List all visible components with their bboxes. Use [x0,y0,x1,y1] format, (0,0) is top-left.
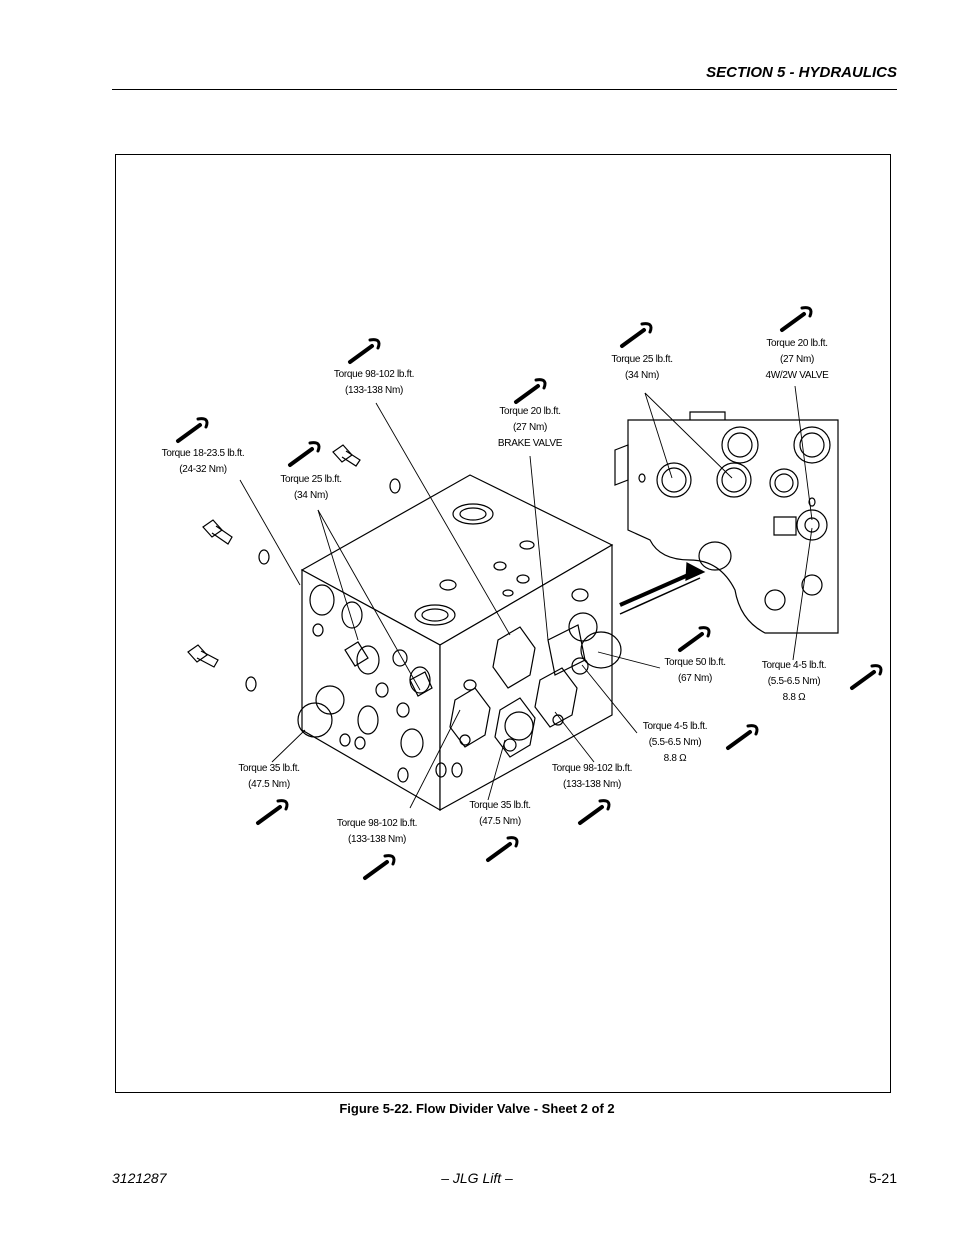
torque-callout-line: (133-138 Nm) [562,779,622,790]
torque-callout: Torque 35 lb.ft. (47.5 Nm) [469,798,531,830]
plug-fittings [297,685,534,741]
torque-callout-line: 8.8 Ω [782,692,806,703]
torque-callout: Torque 4-5 lb.ft. (5.5-6.5 Nm) 8.8 Ω [761,658,827,706]
detail-view [614,411,839,634]
torque-callout: Torque 98-102 lb.ft. (133-138 Nm) [337,816,417,848]
torque-callout-line: Torque 20 lb.ft. [766,338,828,349]
torque-callout: Torque 35 lb.ft. (47.5 Nm) [238,761,300,793]
torque-callout: Torque 20 lb.ft. (27 Nm) BRAKE VALVE [498,404,562,452]
torque-callout: Torque 25 lb.ft. (34 Nm) [280,472,342,504]
torque-callout-line: (47.5 Nm) [479,816,521,827]
footer-page-number: 5-21 [868,1170,897,1186]
torque-callout-line: (34 Nm) [624,370,660,381]
torque-callout: Torque 4-5 lb.ft. (5.5-6.5 Nm) 8.8 Ω [642,719,708,767]
left-face-ports [309,584,433,783]
wrench-icons [176,306,883,880]
figure-frame [115,154,891,1093]
torque-callout: Torque 20 lb.ft. (27 Nm) 4W/2W VALVE [765,336,828,384]
footer-center-text: – JLG Lift – [441,1170,513,1186]
leader-lines [239,385,813,809]
torque-callout-line: Torque 25 lb.ft. [280,474,342,485]
torque-callout-line: Torque 4-5 lb.ft. [761,660,827,671]
section-title: SECTION 5 - HYDRAULICS [706,64,897,81]
torque-callout-line: Torque 98-102 lb.ft. [333,369,415,380]
torque-callout-line: Torque 25 lb.ft. [611,354,673,365]
torque-callout-line: Torque 98-102 lb.ft. [551,763,633,774]
torque-callout-line: Torque 35 lb.ft. [469,800,531,811]
torque-callout-line: (24-32 Nm) [179,464,227,475]
valve-block [300,474,614,812]
header-rule [112,89,897,90]
top-face-ports [414,503,589,626]
torque-callout-line: (47.5 Nm) [248,779,290,790]
torque-callout-line: 8.8 Ω [663,753,687,764]
torque-callout-line: (67 Nm) [677,673,713,684]
torque-callout: Torque 18-23.5 lb.ft. (24-32 Nm) [162,446,245,478]
torque-callout-line: Torque 18-23.5 lb.ft. [161,448,245,459]
torque-callout-line: (133-138 Nm) [347,834,407,845]
torque-callout-line: Torque 50 lb.ft. [664,657,726,668]
torque-callout-line: (27 Nm) [512,422,548,433]
torque-callout-line: 4W/2W VALVE [765,370,829,381]
torque-callout: Torque 50 lb.ft. (67 Nm) [664,655,726,687]
torque-callout-line: Torque 35 lb.ft. [238,763,300,774]
torque-callout: Torque 98-102 lb.ft. (133-138 Nm) [552,761,632,793]
bolts-and-washers [187,444,401,692]
front-face-cartridges [435,612,622,778]
torque-callout-line: (34 Nm) [293,490,329,501]
torque-callout-line: BRAKE VALVE [497,438,563,449]
direction-arrow [619,562,706,615]
torque-callout-line: (133-138 Nm) [344,385,404,396]
torque-callout-line: (27 Nm) [779,354,815,365]
figure-caption: Figure 5-22. Flow Divider Valve - Sheet … [339,1101,615,1116]
torque-callout: Torque 25 lb.ft. (34 Nm) [611,352,673,384]
torque-callout-line: Torque 98-102 lb.ft. [336,818,418,829]
torque-callout-line: Torque 20 lb.ft. [499,406,561,417]
torque-callout-line: (5.5-6.5 Nm) [648,737,702,748]
footer-doc-number: 3121287 [112,1170,167,1186]
torque-callout-line: Torque 4-5 lb.ft. [642,721,708,732]
torque-callout: Torque 98-102 lb.ft. (133-138 Nm) [334,367,414,399]
torque-callout-line: (5.5-6.5 Nm) [767,676,821,687]
